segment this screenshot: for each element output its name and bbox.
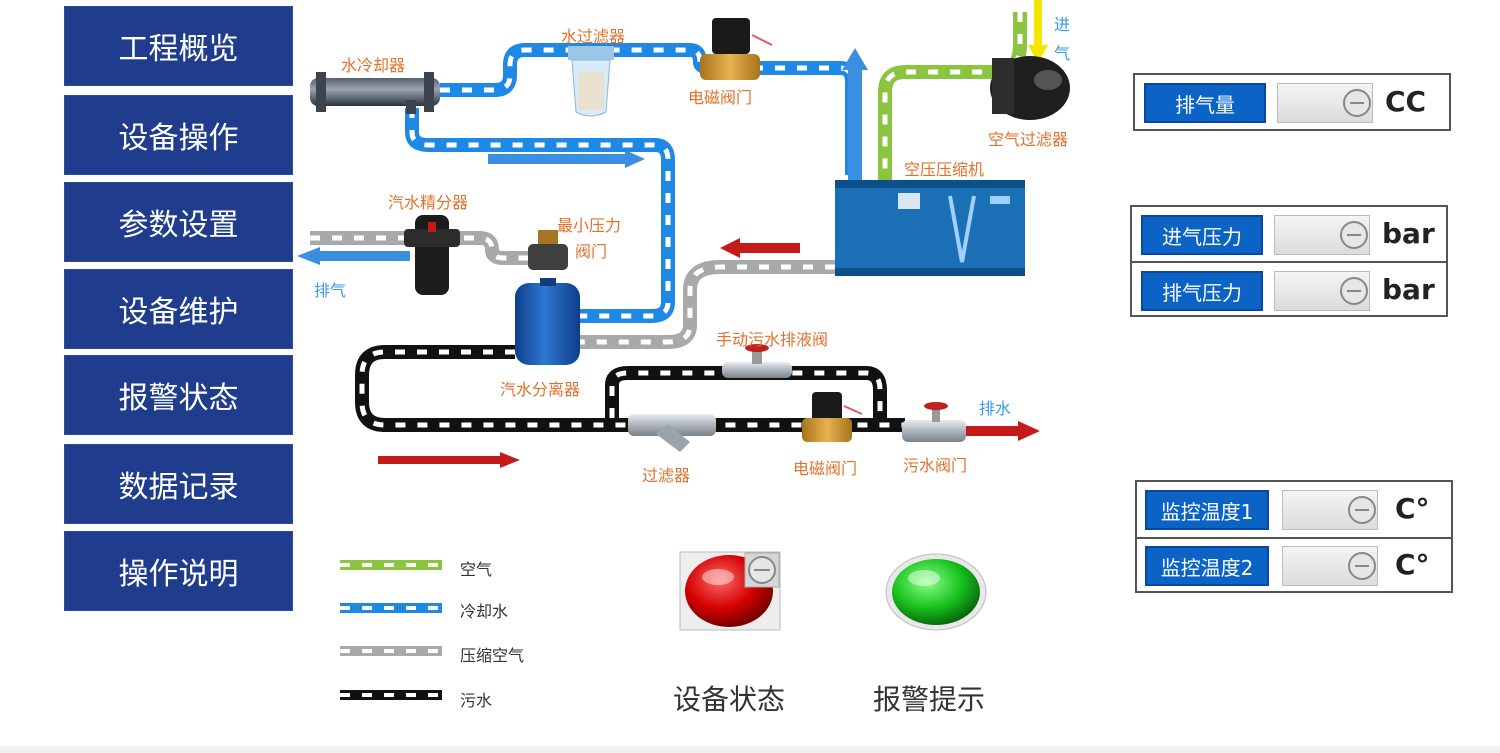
sewage-valve-device — [902, 402, 966, 442]
device-status-lamp[interactable] — [679, 551, 781, 631]
flow-arrow-sewage — [378, 452, 520, 468]
fine-separator-device — [404, 215, 460, 295]
label-solenoid-valve-bottom: 电磁阀门 — [793, 459, 858, 478]
flow-arrow-intake — [1028, 0, 1048, 63]
air-pipe — [878, 12, 1027, 180]
nav-project-overview[interactable]: 工程概览 — [64, 6, 293, 86]
minus-icon[interactable] — [1348, 496, 1376, 524]
solenoid-valve-top-device — [700, 18, 773, 80]
exhaust-volume-panel: 排气量 CC — [1133, 73, 1451, 131]
bottom-bar — [0, 746, 1500, 753]
exhaust-volume-unit: CC — [1385, 85, 1427, 118]
minus-icon[interactable] — [1340, 221, 1368, 249]
alarm-label: 报警提示 — [873, 683, 986, 716]
exhaust-pressure-unit: bar — [1382, 273, 1435, 306]
device-status-label: 设备状态 — [673, 683, 786, 716]
flow-arrow-cooling — [488, 150, 645, 168]
label-fine-separator: 汽水精分器 — [388, 193, 469, 212]
label-water-filter: 水过滤器 — [561, 27, 626, 46]
exhaust-pressure-label: 排气压力 — [1141, 271, 1263, 311]
label-min-pressure-1: 最小压力 — [557, 216, 622, 235]
alarm-indicator-lamp[interactable] — [885, 553, 987, 631]
label-manual-drain: 手动污水排液阀 — [716, 330, 829, 349]
separator-tank-device — [515, 278, 580, 365]
temp2-label: 监控温度2 — [1145, 546, 1269, 586]
flow-arrow-compressed — [720, 238, 800, 258]
nav-operation-manual[interactable]: 操作说明 — [64, 531, 293, 611]
temperature-panel: 监控温度1 C° 监控温度2 C° — [1135, 480, 1453, 593]
solenoid-valve-bottom-device — [802, 392, 863, 442]
label-filter: 过滤器 — [642, 466, 691, 485]
flow-arrow-compressor-up — [842, 48, 868, 180]
nav-data-records[interactable]: 数据记录 — [64, 444, 293, 524]
legend-sewage-label: 污水 — [460, 691, 493, 710]
label-air-filter: 空气过滤器 — [988, 130, 1069, 149]
label-sewage-valve: 污水阀门 — [903, 456, 968, 475]
minus-icon[interactable] — [1343, 89, 1371, 117]
water-filter-device — [568, 46, 614, 117]
temp2-unit: C° — [1395, 548, 1430, 581]
nav-parameter-settings[interactable]: 参数设置 — [64, 182, 293, 262]
flow-arrow-exhaust — [297, 247, 410, 265]
label-exhaust: 排气 — [314, 281, 347, 300]
cooling-water-pipe — [405, 43, 859, 323]
compressor-device — [835, 180, 1025, 276]
legend-swatches — [340, 560, 442, 700]
flow-arrow-drain — [960, 421, 1040, 441]
temp1-label: 监控温度1 — [1145, 490, 1269, 530]
intake-pressure-label: 进气压力 — [1141, 215, 1263, 255]
y-strainer-device — [628, 414, 716, 452]
legend-air-label: 空气 — [460, 560, 493, 579]
nav-device-maintenance[interactable]: 设备维护 — [64, 269, 293, 349]
label-intake-1: 进 — [1054, 15, 1071, 34]
manual-drain-valve-device — [722, 344, 792, 378]
nav-device-operation[interactable]: 设备操作 — [64, 95, 293, 175]
exhaust-volume-label: 排气量 — [1144, 83, 1266, 123]
pressure-panel: 进气压力 bar 排气压力 bar — [1130, 205, 1448, 317]
label-solenoid-valve-top: 电磁阀门 — [688, 88, 753, 107]
label-intake-2: 气 — [1054, 44, 1071, 63]
label-drain-out: 排水 — [979, 399, 1012, 418]
min-pressure-valve-device — [528, 230, 568, 270]
legend-compressed-air-label: 压缩空气 — [460, 646, 525, 665]
compressed-air-pipe — [310, 231, 835, 349]
label-separator: 汽水分离器 — [500, 380, 581, 399]
nav-alarm-status[interactable]: 报警状态 — [64, 355, 293, 435]
label-min-pressure-2: 阀门 — [575, 242, 608, 261]
label-water-cooler: 水冷却器 — [341, 56, 406, 75]
intake-pressure-unit: bar — [1382, 217, 1435, 250]
panel-divider — [1137, 537, 1451, 539]
panel-divider — [1132, 261, 1446, 263]
legend-cooling-water-label: 冷却水 — [460, 602, 509, 621]
minus-icon[interactable] — [1340, 277, 1368, 305]
air-filter-device — [990, 56, 1070, 120]
water-cooler-device — [310, 72, 440, 114]
temp1-unit: C° — [1395, 492, 1430, 525]
label-compressor: 空压压缩机 — [904, 160, 985, 179]
minus-icon[interactable] — [1348, 552, 1376, 580]
